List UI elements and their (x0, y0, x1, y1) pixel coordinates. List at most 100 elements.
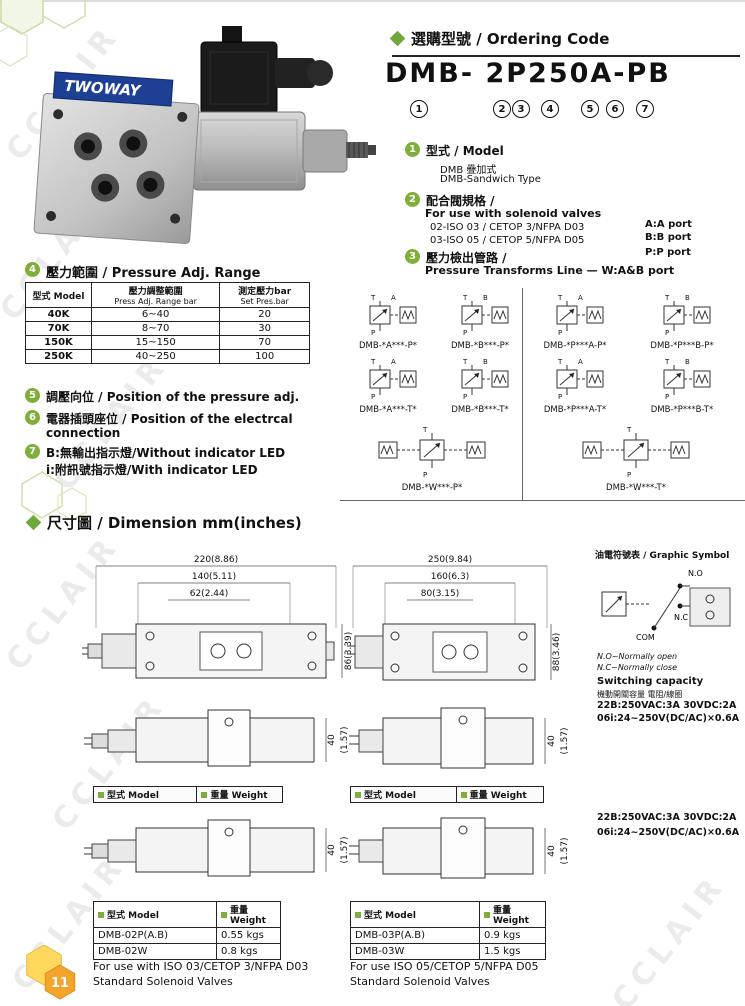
pressure-table-row: 150K 15~150 70 (25, 335, 310, 350)
symbol-cell-wide: T P DMB-*W***-P* (352, 424, 512, 493)
code-circle-1: 1 (410, 100, 428, 118)
drawing-left-top-view: 220(8.86) 140(5.11) 62(2.44) 86(3.39) (82, 555, 354, 679)
port-a-label: A (391, 294, 396, 302)
item-1-line-2: DMB-Sandwich Type (440, 174, 541, 185)
set-cell: 20 (219, 307, 310, 322)
hydraulic-symbol-w: T P (582, 426, 690, 479)
weight-cell: 0.8 kgs (216, 943, 281, 960)
weight-table-left: 型式 Model 重量 Weight DMB-02P(A.B) 0.55 kgs… (93, 901, 281, 960)
note-item-6: 6 電器插頭座位 / Position of the electrcal (25, 410, 293, 427)
port-a-label: A (578, 294, 583, 302)
range-cell: 40~250 (90, 349, 221, 364)
mini-col-model: 型式 Model (94, 787, 198, 802)
symbol-label: DMB-*W***-P* (401, 483, 463, 493)
item-number-badge: 6 (25, 410, 40, 425)
symbol-label: DMB-*W***-T* (606, 483, 666, 493)
range-cell: 15~150 (90, 335, 221, 350)
item-number-badge: 5 (25, 388, 40, 403)
symbol-cell: T B P DMB-*P***B-P* (632, 292, 732, 351)
symbol-cell: T B P DMB-*B***-P* (435, 292, 525, 351)
symbol-cell: T A P DMB-*A***-T* (343, 356, 433, 415)
weight-col-weight: 重量 Weight (216, 901, 281, 928)
symbol-label: DMB-*P***A-T* (543, 405, 607, 415)
mini-col-model-label: 型式 Model (364, 791, 416, 801)
square-bullet-icon (98, 911, 104, 918)
port-t-label: T (422, 426, 428, 434)
dimension-title: 尺寸圖 / Dimension mm(inches) (47, 514, 302, 532)
din-connector-screw (222, 26, 242, 44)
set-cell: 30 (219, 321, 310, 336)
hexagon-decoration (0, 0, 86, 67)
model-cell: DMB-03W (350, 943, 480, 960)
port-t-label: T (370, 294, 376, 302)
cable-gland (275, 58, 315, 88)
model-code: DMB- 2P250A-PB (385, 58, 671, 89)
square-bullet-icon (201, 791, 208, 798)
item-3-subtitle: Pressure Transforms Line — W:A&B port (425, 264, 675, 277)
dim-40: 40 (547, 845, 557, 857)
port-p-label: P (665, 393, 669, 400)
mini-col-weight-label: 重量 Weight (469, 791, 527, 801)
dim-220: 220(8.86) (194, 555, 238, 565)
footer-note-right-1: For use ISO 05/CETOP 5/NFPA D05 (350, 960, 539, 973)
switching-capacity-sub: 機動開關容量 電阻/線圈 (597, 690, 683, 699)
model-cell: 40K (25, 307, 92, 322)
weight-cell: 0.55 kgs (216, 927, 281, 944)
mini-col-weight-label: 重量 Weight (210, 791, 268, 801)
port-b-label: B (483, 358, 488, 366)
pressure-col-model-label: 型式 Model (32, 291, 85, 302)
hydraulic-symbol: T B P (663, 358, 711, 401)
weight-table-header-row: 型式 Model 重量 Weight (350, 901, 546, 928)
symbol-label: DMB-*A***-P* (358, 341, 418, 351)
symbol-label: DMB-*P***A-P* (543, 341, 607, 351)
dim-157: (1.57) (340, 836, 350, 863)
weight-table-row: DMB-02W 0.8 kgs (93, 943, 281, 960)
brand-label (52, 71, 174, 107)
pressure-range-header: 4 壓力範圍 / Pressure Adj. Range (25, 262, 261, 281)
mini-col-model: 型式 Model (351, 787, 457, 802)
model-cell: 150K (25, 335, 92, 350)
symbol-grid-divider (522, 288, 523, 500)
port-p-label: P (627, 471, 631, 478)
capacity-line-2-repeat: 06i:24~250V(DC/AC)×0.6A (597, 827, 740, 838)
ordering-code-title: 選購型號 / Ordering Code (411, 30, 610, 48)
dim-40: 40 (327, 844, 337, 856)
drawing-left-side-view-1: 40 (1.57) (84, 709, 350, 767)
port-t-label: T (370, 358, 376, 366)
square-bullet-icon (460, 791, 467, 798)
note-item-5: 5 調壓向位 / Position of the pressure adj. (25, 388, 299, 405)
threaded-stud (346, 142, 368, 158)
model-cell: DMB-02W (93, 943, 217, 960)
weight-cell: 0.9 kgs (479, 927, 546, 944)
port-p-label: P (463, 329, 467, 336)
ordering-item-2: 2 配合閥規格 / (405, 192, 495, 209)
dim-160: 160(6.3) (431, 572, 470, 582)
range-cell: 8~70 (90, 321, 221, 336)
port-b-label: B (483, 294, 488, 302)
pressure-table-row: 250K 40~250 100 (25, 349, 310, 364)
hydraulic-symbol: T B P (461, 294, 509, 337)
model-cell: DMB-02P(A.B) (93, 927, 217, 944)
page-number: 11 (51, 976, 69, 991)
port-p-label: P (558, 393, 562, 400)
footer-note-left-2: Standard Solenoid Valves (93, 975, 233, 988)
footer-note-right-2: Standard Solenoid Valves (350, 975, 490, 988)
port-t-label: T (462, 358, 468, 366)
weight-col-weight: 重量 Weight (479, 901, 546, 928)
capacity-line-1: 22B:250VAC:3A 30VDC:2A (597, 700, 737, 711)
hexagon-decoration (21, 471, 87, 521)
weight-col-weight-label: 重量 Weight (493, 906, 529, 926)
port-b-note: B:B port (645, 232, 692, 243)
item-number-badge: 4 (25, 262, 40, 277)
item-2-title: 配合閥規格 / (426, 194, 495, 208)
pressure-col-set: 測定壓力bar Set Pres.bar (219, 282, 310, 308)
model-cell: 250K (25, 349, 92, 364)
model-cell: DMB-03P(A.B) (350, 927, 480, 944)
weight-col-model-label: 型式 Model (107, 911, 159, 921)
weight-col-weight-label: 重量 Weight (230, 906, 266, 926)
nc-label: N.C (674, 613, 689, 622)
diamond-icon (389, 30, 406, 47)
drawing-left-side-view-2: 40 (1.57) (84, 819, 350, 877)
symbol-label: DMB-*A***-T* (359, 405, 417, 415)
item-number-badge: 2 (405, 192, 420, 207)
